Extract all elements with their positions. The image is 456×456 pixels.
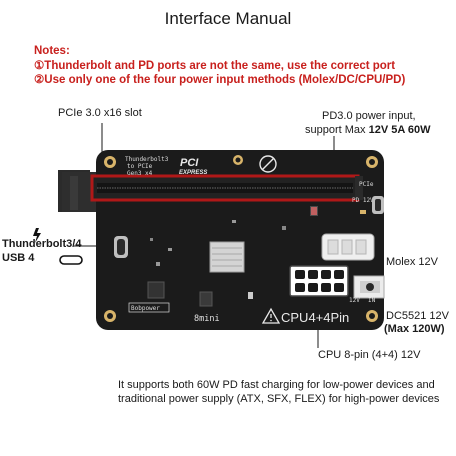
cpu-marking-silk: CPU4+4Pin — [281, 310, 349, 325]
warning-icon — [261, 307, 281, 324]
label-molex: Molex 12V — [386, 256, 438, 268]
molex-connector — [321, 233, 375, 261]
silk-12v: 12V — [349, 297, 360, 304]
silk-gen: Gen3 x4 — [127, 170, 153, 177]
slot-latch — [355, 176, 363, 200]
label-dc-line2: (Max 120W) — [384, 323, 445, 335]
chip-small — [199, 291, 213, 307]
label-pd-line1: PD3.0 power input, — [322, 110, 416, 122]
no-pd-icon — [259, 155, 277, 173]
label-dc-line1: DC5521 12V — [386, 310, 449, 322]
heatsink — [209, 241, 245, 273]
silk-thunderbolt: Thunderbolt3 — [125, 156, 169, 163]
label-pd-line2: support Max 12V 5A 60W — [305, 124, 431, 136]
label-cpu: CPU 8-pin (4+4) 12V — [318, 349, 421, 361]
label-pcie-slot: PCIe 3.0 x16 slot — [58, 107, 142, 119]
label-thunderbolt: Thunderbolt3/4 — [2, 238, 82, 250]
model-silk: 8mini — [194, 314, 220, 324]
notes-heading: Notes: — [34, 45, 70, 57]
footer-line-1: It supports both 60W PD fast charging fo… — [118, 379, 435, 391]
page-title: Interface Manual — [164, 9, 292, 28]
footer-text: It supports both 60W PD fast charging fo… — [118, 378, 439, 406]
label-pd-bold: 12V 5A 60W — [368, 124, 431, 136]
brand-silk: Bobpower — [131, 305, 160, 312]
note-line-1: ①Thunderbolt and PD ports are not the sa… — [34, 59, 396, 72]
dc5521-jack — [353, 275, 385, 299]
pci-logo: PCI — [180, 157, 199, 169]
footer-line-2: traditional power supply (ATX, SFX, FLEX… — [118, 393, 440, 405]
silk-to-pcie: to PCIe — [127, 163, 153, 170]
chip — [147, 281, 165, 299]
silk-in: IN — [368, 297, 376, 304]
express-logo: EXPRESS — [179, 170, 207, 176]
cpu-8pin-connector — [289, 265, 349, 297]
silk-pd12v: PD 12V — [352, 197, 374, 204]
silk-pcie: PCIe — [359, 181, 374, 188]
usb-c-icon — [59, 255, 83, 265]
label-usb4: USB 4 — [2, 252, 35, 264]
thunderbolt-icon — [33, 228, 41, 243]
note-line-2: ②Use only one of the four power input me… — [34, 74, 406, 86]
label-pd-prefix: support Max — [305, 124, 369, 136]
notes-block: Notes: ①Thunderbolt and PD ports are not… — [34, 44, 405, 88]
